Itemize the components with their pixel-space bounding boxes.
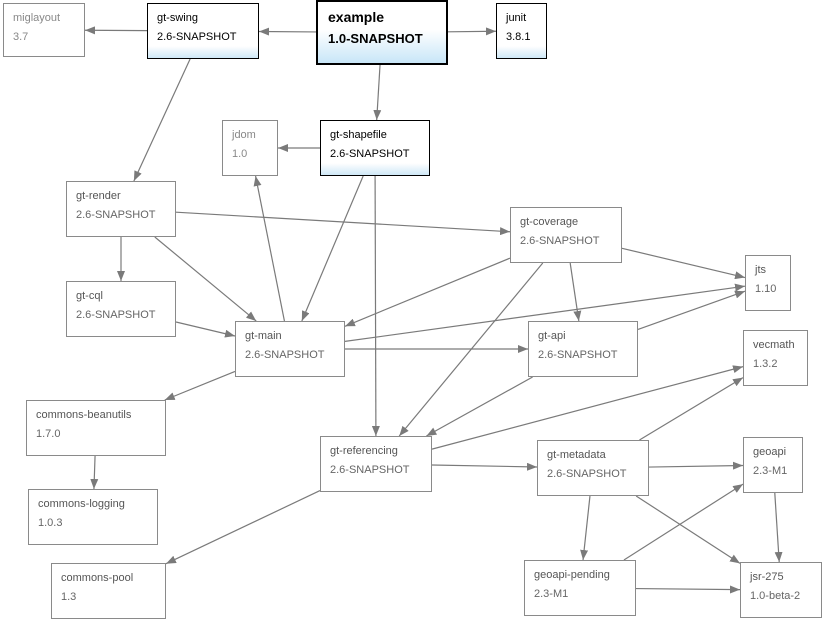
dependency-arrow-gt-cql-to-gt-main — [175, 321, 236, 338]
artifact-version: 2.6-SNAPSHOT — [538, 349, 618, 361]
artifact-version: 1.3 — [61, 591, 77, 603]
artifact-name: jts — [755, 264, 766, 276]
dependency-arrow-gt-metadata-to-geoapi-pending — [580, 495, 591, 561]
dependency-arrow-gt-api-to-jts — [637, 290, 746, 330]
artifact-version: 1.7.0 — [36, 428, 61, 440]
dependency-arrow-gt-metadata-to-geoapi — [648, 461, 744, 470]
artifact-node-geoapi[interactable]: geoapi 2.3-M1 — [743, 437, 803, 493]
artifact-name: gt-api — [538, 330, 566, 342]
dependency-arrow-gt-swing-to-gt-render — [133, 58, 191, 182]
dependency-arrow-gt-api-to-gt-referencing — [426, 376, 533, 437]
artifact-name: gt-swing — [157, 12, 198, 24]
artifact-name: jdom — [232, 129, 256, 141]
artifact-node-commons-pool[interactable]: commons-pool 1.3 — [51, 563, 166, 619]
artifact-name: commons-pool — [61, 572, 134, 584]
artifact-name: junit — [506, 12, 527, 24]
artifact-version: 1.10 — [755, 283, 777, 295]
artifact-node-jts[interactable]: jts 1.10 — [745, 255, 791, 311]
artifact-node-gt-render[interactable]: gt-render 2.6-SNAPSHOT — [66, 181, 176, 237]
dependency-arrow-gt-shapefile-to-gt-main — [301, 175, 364, 322]
artifact-node-example[interactable]: example 1.0-SNAPSHOT — [316, 0, 448, 65]
dependency-arrow-example-to-junit — [447, 27, 497, 36]
dependency-arrow-gt-coverage-to-gt-api — [569, 262, 582, 322]
artifact-node-gt-coverage[interactable]: gt-coverage 2.6-SNAPSHOT — [510, 207, 622, 263]
dependency-arrow-gt-coverage-to-gt-referencing — [398, 262, 544, 437]
artifact-node-geoapi-pending[interactable]: geoapi-pending 2.3-M1 — [524, 560, 636, 616]
artifact-version: 1.3.2 — [753, 358, 778, 370]
artifact-name: vecmath — [753, 339, 795, 351]
artifact-name: gt-coverage — [520, 216, 579, 228]
dependency-arrow-geoapi-to-jsr-275 — [774, 492, 783, 563]
dependency-arrow-gt-render-to-gt-coverage — [175, 211, 511, 236]
artifact-version: 3.8.1 — [506, 31, 531, 43]
artifact-version: 2.6-SNAPSHOT — [76, 209, 156, 221]
dependency-arrow-gt-shapefile-to-gt-referencing — [371, 175, 380, 437]
artifact-node-gt-metadata[interactable]: gt-metadata 2.6-SNAPSHOT — [537, 440, 649, 496]
artifact-version: 2.6-SNAPSHOT — [330, 464, 410, 476]
dependency-arrow-gt-referencing-to-vecmath — [431, 365, 744, 450]
dependency-arrow-gt-main-to-commons-beanutils — [164, 370, 236, 401]
artifact-node-miglayout[interactable]: miglayout 3.7 — [3, 3, 85, 57]
artifact-name: miglayout — [13, 12, 61, 24]
dependency-arrow-gt-coverage-to-gt-main — [344, 257, 511, 327]
artifact-name: geoapi-pending — [534, 569, 610, 581]
artifact-name: example — [328, 9, 385, 25]
artifact-name: gt-main — [245, 330, 282, 342]
dependency-arrow-geoapi-pending-to-jsr-275 — [635, 585, 741, 594]
artifact-version: 1.0.3 — [38, 517, 63, 529]
artifact-name: geoapi — [753, 446, 787, 458]
dependency-arrow-gt-referencing-to-gt-metadata — [431, 462, 538, 471]
artifact-version: 2.6-SNAPSHOT — [520, 235, 600, 247]
dependency-arrow-gt-render-to-gt-main — [154, 236, 257, 322]
artifact-name: gt-cql — [76, 290, 103, 302]
artifact-node-gt-shapefile[interactable]: gt-shapefile 2.6-SNAPSHOT — [320, 120, 430, 176]
artifact-name: gt-metadata — [547, 449, 606, 461]
dependency-arrow-gt-main-to-jdom — [253, 175, 286, 322]
dependency-arrow-gt-main-to-jts — [344, 283, 746, 343]
artifact-version: 1.0 — [232, 148, 248, 160]
artifact-node-vecmath[interactable]: vecmath 1.3.2 — [743, 330, 808, 386]
artifact-version: 2.6-SNAPSHOT — [157, 31, 237, 43]
artifact-node-junit[interactable]: junit 3.8.1 — [496, 3, 547, 59]
artifact-version: 2.6-SNAPSHOT — [330, 148, 410, 160]
artifact-name: gt-shapefile — [330, 129, 387, 141]
artifact-version: 2.3-M1 — [534, 588, 569, 600]
dependency-arrow-example-to-gt-shapefile — [373, 64, 382, 121]
artifact-name: gt-referencing — [330, 445, 398, 457]
artifact-node-commons-beanutils[interactable]: commons-beanutils 1.7.0 — [26, 400, 166, 456]
artifact-node-gt-swing[interactable]: gt-swing 2.6-SNAPSHOT — [147, 3, 259, 59]
dependency-arrow-gt-coverage-to-jts — [621, 247, 746, 280]
artifact-name: gt-render — [76, 190, 121, 202]
artifact-node-gt-referencing[interactable]: gt-referencing 2.6-SNAPSHOT — [320, 436, 432, 492]
artifact-version: 3.7 — [13, 31, 29, 43]
artifact-node-jdom[interactable]: jdom 1.0 — [222, 120, 278, 176]
dependency-arrow-gt-referencing-to-commons-pool — [165, 490, 321, 565]
artifact-node-commons-logging[interactable]: commons-logging 1.0.3 — [28, 489, 158, 545]
artifact-node-jsr-275[interactable]: jsr-275 1.0-beta-2 — [740, 562, 822, 618]
artifact-node-gt-main[interactable]: gt-main 2.6-SNAPSHOT — [235, 321, 345, 377]
artifact-version: 1.0-SNAPSHOT — [328, 31, 423, 46]
dependency-arrow-gt-metadata-to-vecmath — [639, 377, 744, 441]
artifact-version: 2.6-SNAPSHOT — [245, 349, 325, 361]
artifact-node-gt-api[interactable]: gt-api 2.6-SNAPSHOT — [528, 321, 638, 377]
dependency-arrow-geoapi-pending-to-geoapi — [623, 483, 744, 561]
dependency-arrow-commons-beanutils-to-commons-logging — [90, 455, 99, 490]
dependency-arrow-gt-metadata-to-jsr-275 — [635, 495, 741, 564]
artifact-node-gt-cql[interactable]: gt-cql 2.6-SNAPSHOT — [66, 281, 176, 337]
artifact-version: 2.3-M1 — [753, 465, 788, 477]
artifact-name: commons-beanutils — [36, 409, 132, 421]
artifact-name: jsr-275 — [750, 571, 784, 583]
artifact-version: 2.6-SNAPSHOT — [76, 309, 156, 321]
artifact-version: 1.0-beta-2 — [750, 590, 801, 602]
artifact-version: 2.6-SNAPSHOT — [547, 468, 627, 480]
artifact-name: commons-logging — [38, 498, 125, 510]
